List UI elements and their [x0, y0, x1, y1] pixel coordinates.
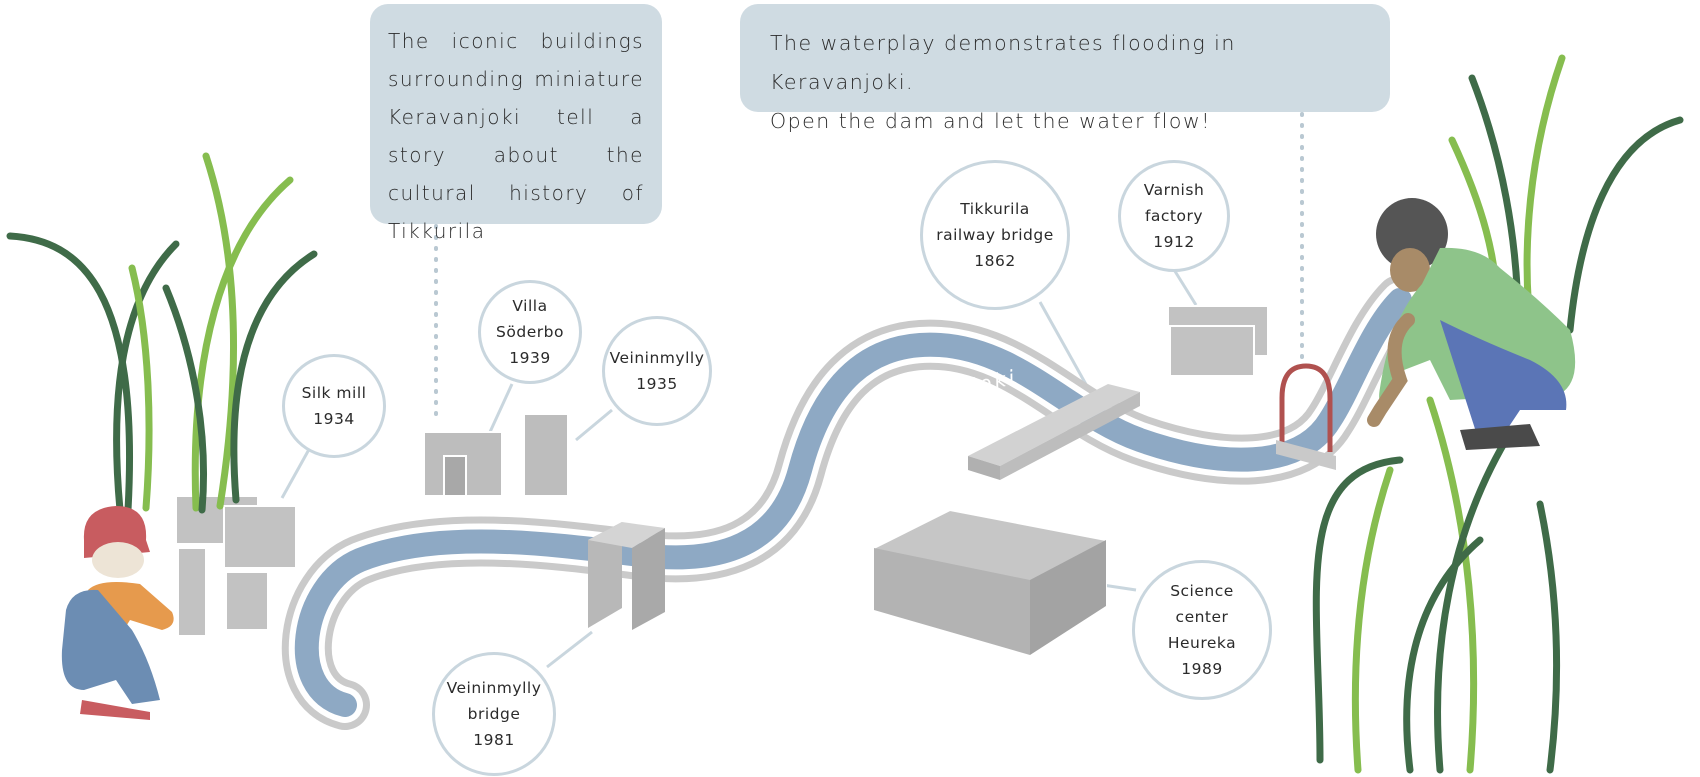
- label-railway-bridge: Tikkurila railway bridge 1862: [920, 160, 1070, 310]
- child-figure: [61, 506, 174, 720]
- label-heureka: Science center Heureka 1989: [1132, 560, 1272, 700]
- villa-name-1: Villa: [512, 297, 548, 315]
- dotted-connectors: [434, 112, 1304, 424]
- waterplay-line-2: Open the dam and let the water flow!: [770, 109, 1211, 133]
- label-veininmylly: Veininmylly 1935: [602, 316, 712, 426]
- heureka-name-2: center: [1175, 608, 1229, 626]
- label-veininmylly-bridge: Veininmylly bridge 1981: [432, 652, 556, 776]
- silk-mill-model: [175, 495, 297, 637]
- villa-soderbo-model: [423, 431, 503, 497]
- bridge-name-1: Veininmylly: [446, 679, 542, 697]
- varnish-year: 1912: [1153, 233, 1195, 251]
- heureka-name-1: Science: [1170, 582, 1234, 600]
- veininmylly-bridge-model: [588, 522, 665, 630]
- silk-mill-name: Silk mill: [301, 384, 367, 402]
- veininmylly-year: 1935: [636, 375, 678, 393]
- bridge-name-2: bridge: [467, 705, 521, 723]
- bridge-year: 1981: [473, 731, 515, 749]
- buildings-story-text: The iconic buildings surrounding miniatu…: [388, 29, 644, 243]
- railway-name-2: railway bridge: [936, 226, 1054, 244]
- villa-name-2: Söderbo: [496, 323, 564, 341]
- waterplay-line-1: The waterplay demonstrates flooding in K…: [770, 31, 1236, 94]
- villa-year: 1939: [509, 349, 551, 367]
- label-varnish-factory: Varnish factory 1912: [1118, 160, 1230, 272]
- buildings-story-note: The iconic buildings surrounding miniatu…: [370, 4, 662, 243]
- veininmylly-name: Veininmylly: [609, 349, 705, 367]
- silk-mill-year: 1934: [313, 410, 355, 428]
- veininmylly-model: [523, 413, 569, 497]
- railway-bridge-model: [968, 384, 1140, 480]
- varnish-name-2: factory: [1144, 207, 1204, 225]
- waterplay-note: The waterplay demonstrates flooding in K…: [740, 4, 1390, 133]
- heureka-year: 1989: [1181, 660, 1223, 678]
- varnish-factory-model: [1167, 305, 1269, 377]
- heureka-model: [873, 508, 1107, 657]
- railway-year: 1862: [974, 252, 1016, 270]
- dam-gate: [1276, 363, 1336, 470]
- grass-left: [6, 152, 318, 514]
- heureka-name-3: Heureka: [1167, 634, 1237, 652]
- boy-figure: [1367, 198, 1576, 450]
- label-villa-soderbo: Villa Söderbo 1939: [478, 280, 582, 384]
- varnish-name-1: Varnish: [1143, 181, 1205, 199]
- railway-name-1: Tikkurila: [960, 200, 1030, 218]
- label-silk-mill: Silk mill 1934: [282, 354, 386, 458]
- label-connectors: [280, 259, 1198, 669]
